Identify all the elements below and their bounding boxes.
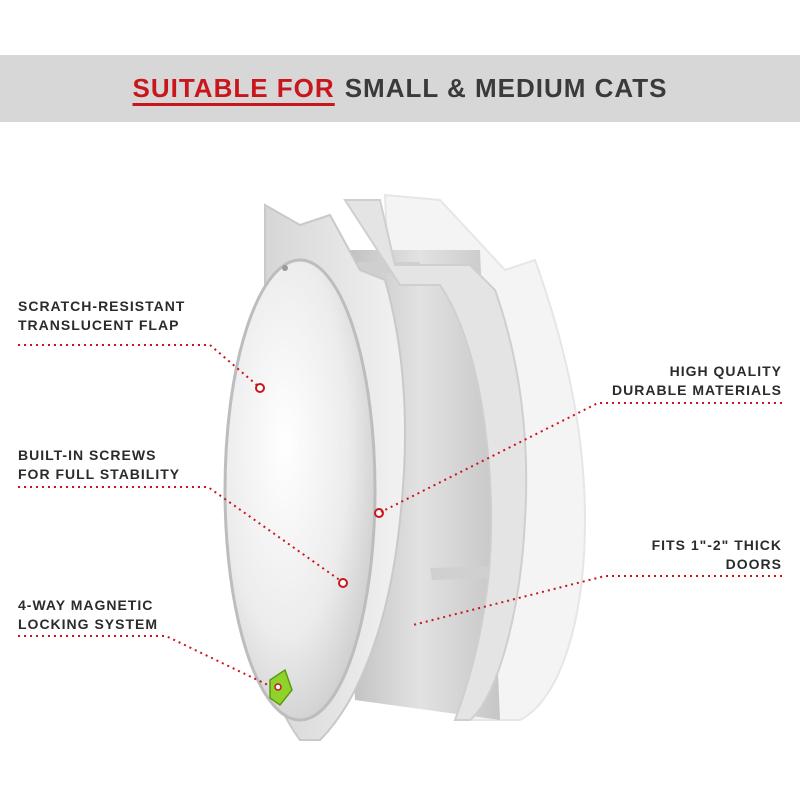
callout-line: TRANSLUCENT FLAP <box>18 317 180 333</box>
callout-built-in-screws: BUILT-IN SCREWS FOR FULL STABILITY <box>18 446 180 484</box>
banner-subtitle: SMALL & MEDIUM CATS <box>344 73 668 103</box>
callout-line: FOR FULL STABILITY <box>18 466 181 482</box>
callout-magnetic-locking: 4-WAY MAGNETIC LOCKING SYSTEM <box>18 596 158 634</box>
material-dot <box>374 508 384 518</box>
callout-line: LOCKING SYSTEM <box>18 616 159 632</box>
callout-durable-materials: HIGH QUALITY DURABLE MATERIALS <box>612 362 782 400</box>
callout-scratch-resistant-flap: SCRATCH-RESISTANT TRANSLUCENT FLAP <box>18 297 185 335</box>
banner-title: SUITABLE FOR SMALL & MEDIUM CATS <box>133 73 668 104</box>
banner-highlight: SUITABLE FOR <box>132 73 335 103</box>
header-banner: SUITABLE FOR SMALL & MEDIUM CATS <box>0 55 800 122</box>
translucent-flap <box>223 258 377 722</box>
flap-dot <box>255 383 265 393</box>
callout-line: FITS 1"-2" THICK <box>651 537 782 553</box>
magnetic-lock-button <box>269 668 293 707</box>
callout-line: DOORS <box>725 556 782 572</box>
screw-hole <box>282 265 288 271</box>
callout-line: DURABLE MATERIALS <box>612 382 782 398</box>
callout-line: BUILT-IN SCREWS <box>18 447 157 463</box>
callout-door-thickness: FITS 1"-2" THICK DOORS <box>652 536 782 574</box>
callout-line: 4-WAY MAGNETIC <box>18 597 154 613</box>
callout-line: SCRATCH-RESISTANT <box>18 298 186 314</box>
screw-dot <box>338 578 348 588</box>
middle-frame <box>343 199 528 721</box>
callout-lines <box>18 344 782 687</box>
callout-line: HIGH QUALITY <box>669 363 782 379</box>
